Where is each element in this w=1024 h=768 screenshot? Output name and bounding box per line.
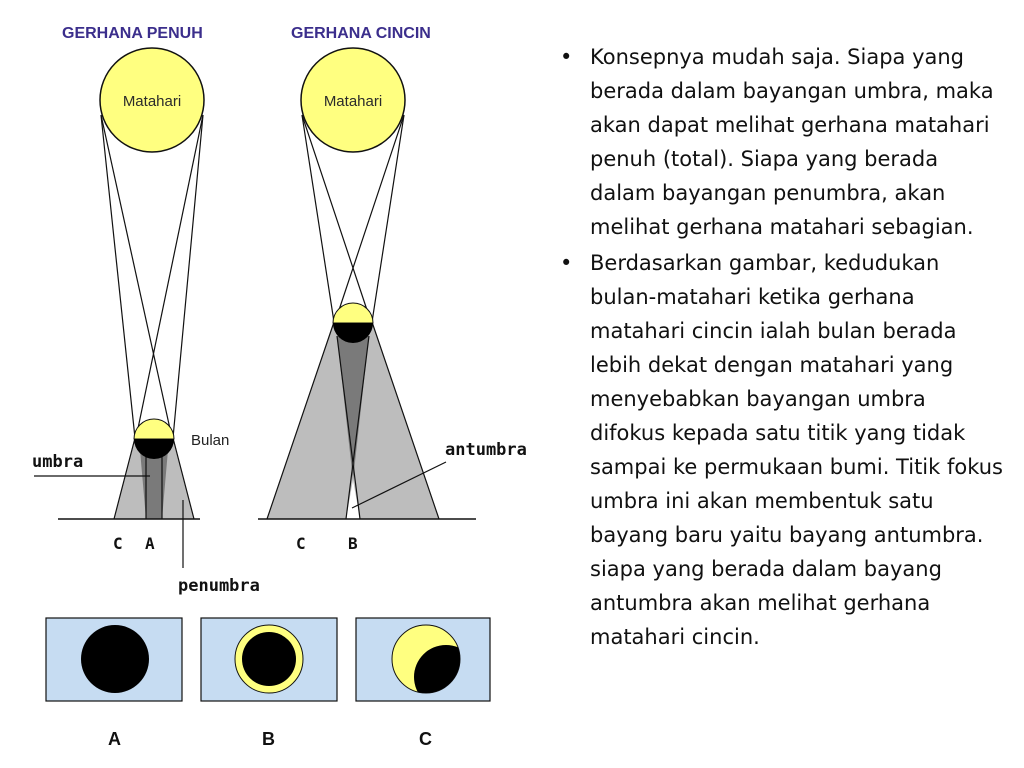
umbra-region-total xyxy=(140,450,168,519)
title-total-eclipse: GERHANA PENUH xyxy=(62,25,203,42)
panel-label-a: A xyxy=(108,729,121,749)
bullet-text: Berdasarkan gambar, kedudukan bulan-mata… xyxy=(590,251,1003,649)
antumbra-pointer xyxy=(351,461,447,509)
penumbra-label: penumbra xyxy=(178,576,260,596)
umbra-label: umbra xyxy=(32,452,83,472)
view-panel-c xyxy=(355,617,491,702)
sun-rays-annular xyxy=(266,114,440,520)
panel-label-b: B xyxy=(262,729,275,749)
bullet-marker: • xyxy=(560,45,573,69)
bullet-text: Konsepnya mudah saja. Siapa yang berada … xyxy=(590,45,994,239)
sun-label-total: Matahari xyxy=(123,93,181,110)
sun-rays-total xyxy=(100,114,204,520)
moon-total xyxy=(133,418,175,459)
annular-eclipse-figure: Matahari antumbra C B xyxy=(266,47,527,553)
moon-annular xyxy=(332,302,374,343)
bullet-marker: • xyxy=(560,251,573,275)
view-panel-b xyxy=(200,617,338,702)
antumbra-label: antumbra xyxy=(445,440,527,460)
list-item: • Konsepnya mudah saja. Siapa yang berad… xyxy=(556,40,1006,244)
sun-label-annular: Matahari xyxy=(324,93,382,110)
sun-annular xyxy=(300,47,406,153)
total-eclipse-figure: Matahari Bulan umbra penumbra C A xyxy=(32,47,260,596)
panel-label-c: C xyxy=(419,729,432,749)
umbra-region-annular xyxy=(337,336,369,480)
ground-label-c-annular: C xyxy=(296,534,306,553)
ground-label-c-total: C xyxy=(113,534,123,553)
list-item: • Berdasarkan gambar, kedudukan bulan-ma… xyxy=(556,246,1006,654)
title-annular-eclipse: GERHANA CINCIN xyxy=(291,25,431,42)
view-panel-a xyxy=(45,617,183,702)
eclipse-diagram: GERHANA PENUH GERHANA CINCIN Matahari Bu… xyxy=(32,25,527,749)
sun-total xyxy=(99,47,205,153)
ground-label-a: A xyxy=(145,534,155,553)
explanation-list: • Konsepnya mudah saja. Siapa yang berad… xyxy=(556,40,1006,656)
antumbra-region xyxy=(346,480,360,519)
moon-label: Bulan xyxy=(191,432,229,449)
ground-label-b: B xyxy=(348,534,358,553)
